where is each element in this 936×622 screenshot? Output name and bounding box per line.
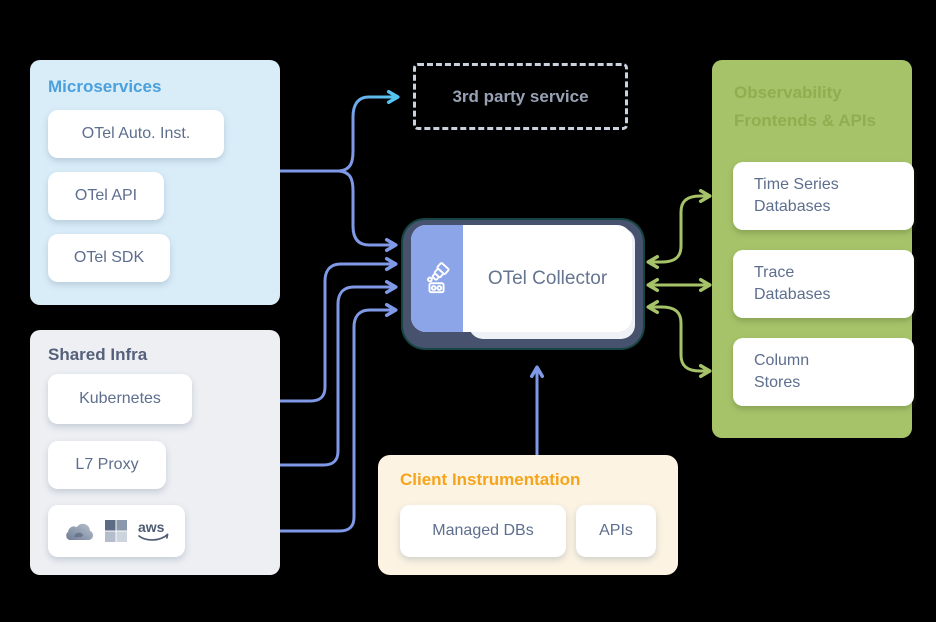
panel-client-instrumentation: Client Instrumentation Managed DBs APIs — [378, 455, 678, 575]
panel-title-client-instrumentation: Client Instrumentation — [400, 470, 581, 489]
panel-title-observability: Observability Frontends & APIs — [734, 79, 912, 134]
aws-logo-text: aws — [138, 519, 165, 535]
collector-card: OTel Collector — [411, 225, 632, 332]
panel-title-shared-infra: Shared Infra — [48, 345, 148, 364]
card-apis: APIs — [576, 505, 656, 557]
card-otel-auto-inst: OTel Auto. Inst. — [48, 110, 224, 158]
card-trace-databases: Trace Databases — [733, 250, 914, 318]
card-cloud-providers: aws — [48, 505, 185, 557]
arrow-collector-columnstores — [646, 299, 712, 379]
column-line1: Column — [754, 351, 810, 369]
card-managed-dbs: Managed DBs — [400, 505, 566, 557]
trace-line1: Trace — [754, 263, 795, 281]
arrow-collector-timeseries — [646, 188, 712, 270]
card-kubernetes: Kubernetes — [48, 374, 192, 424]
collector-icon-strip — [411, 225, 463, 332]
google-cloud-icon — [65, 523, 93, 540]
trace-line2: Databases — [754, 286, 831, 303]
panel-shared-infra: Shared Infra Kubernetes L7 Proxy aws — [30, 330, 280, 575]
panel-microservices: Microservices OTel Auto. Inst. OTel API … — [30, 60, 280, 305]
panel-title-microservices: Microservices — [48, 77, 162, 96]
card-otel-api: OTel API — [48, 172, 164, 220]
arrow-microservices-to-third-party — [337, 89, 400, 173]
tsdb-line1: Time Series — [754, 175, 839, 193]
card-time-series-databases: Time Series Databases — [733, 162, 914, 230]
card-column-stores: Column Stores — [733, 338, 914, 406]
card-l7-proxy: L7 Proxy — [48, 441, 166, 489]
observability-title-line2: Frontends & APIs — [734, 110, 876, 130]
telescope-collector-icon — [427, 261, 450, 293]
node-third-party-service: 3rd party service — [413, 63, 628, 130]
third-party-label: 3rd party service — [452, 86, 589, 106]
microsoft-icon — [104, 520, 127, 542]
collector-label: OTel Collector — [487, 267, 608, 289]
aws-icon: aws — [138, 519, 168, 541]
panel-observability-frontends: Observability Frontends & APIs Time Seri… — [712, 60, 914, 438]
observability-title-line1: Observability — [734, 83, 842, 102]
arrow-microservices-to-collector — [337, 169, 398, 253]
tsdb-line2: Databases — [754, 198, 831, 215]
column-line2: Stores — [754, 374, 801, 391]
card-otel-sdk: OTel SDK — [48, 234, 170, 282]
node-otel-collector: OTel Collector — [403, 220, 643, 348]
